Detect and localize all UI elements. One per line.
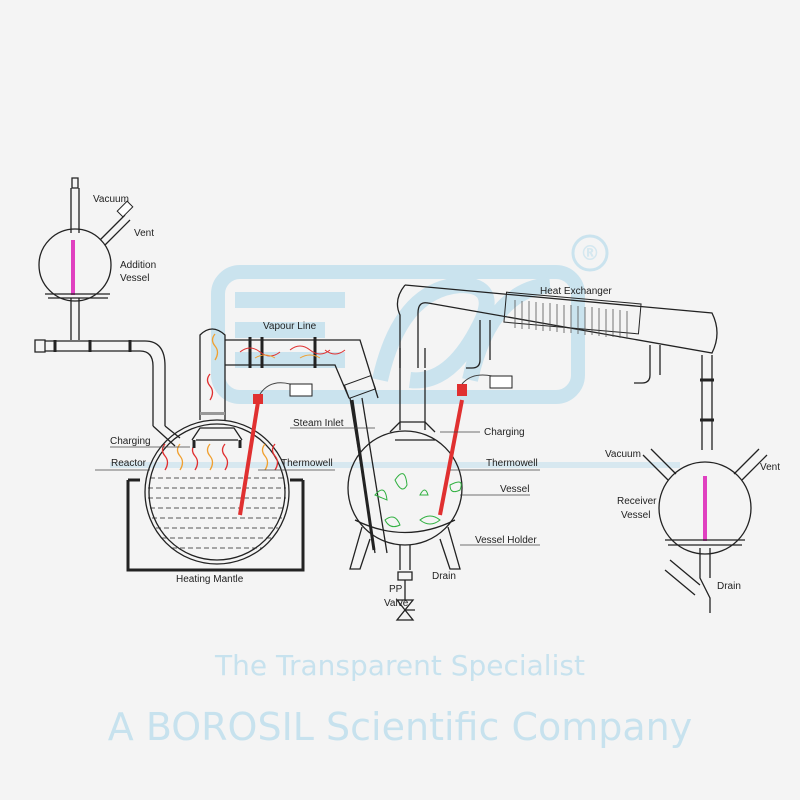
reactor-thermowell <box>238 382 313 516</box>
watermark-band <box>110 462 680 468</box>
label-addition-vessel-2: Vessel <box>120 273 149 284</box>
leader-lines <box>95 427 540 546</box>
temperature-meter <box>289 383 313 397</box>
registered-mark: ® <box>580 241 600 265</box>
addition-vessel <box>34 177 181 447</box>
vessel-meter <box>489 375 513 389</box>
heating-mantle <box>126 478 305 572</box>
label-vessel: Vessel <box>500 484 529 495</box>
label-steam-inlet: Steam Inlet <box>293 418 344 429</box>
label-vessel-thermowell: Thermowell <box>486 458 538 469</box>
label-reactor-thermowell: Thermowell <box>281 458 333 469</box>
label-receiver-vessel-2: Vessel <box>621 510 650 521</box>
label-vapour-line: Vapour Line <box>263 321 317 332</box>
label-vessel-holder: Vessel Holder <box>475 535 537 546</box>
label-pp-valve-2: Valve <box>384 598 409 609</box>
label-addition-vacuum: Vacuum <box>93 194 129 205</box>
watermark-logo: ® <box>211 234 609 404</box>
label-receiver-vacuum: Vacuum <box>605 449 641 460</box>
label-heating-mantle: Heating Mantle <box>176 574 244 585</box>
label-addition-vessel-1: Addition <box>120 260 156 271</box>
label-receiver-vent: Vent <box>760 462 780 473</box>
label-reactor-charging: Charging <box>110 436 151 447</box>
receiver-vessel <box>642 448 768 613</box>
label-vessel-charging: Charging <box>484 427 525 438</box>
watermark-company: A BOROSIL Scientific Company <box>108 705 692 749</box>
pp-valve <box>395 599 415 621</box>
vapour-line <box>225 337 388 554</box>
label-vessel-drain: Drain <box>432 571 456 582</box>
label-addition-vent: Vent <box>134 228 154 239</box>
vessel <box>347 348 513 621</box>
label-reactor: Reactor <box>111 458 147 469</box>
heat-exchanger <box>396 284 718 450</box>
label-receiver-drain: Drain <box>717 581 741 592</box>
reactor <box>126 328 305 572</box>
label-receiver-vessel-1: Receiver <box>617 496 657 507</box>
watermark-tagline: The Transparent Specialist <box>214 649 585 682</box>
label-pp-valve-1: PP <box>389 584 403 595</box>
label-heat-exchanger: Heat Exchanger <box>540 286 612 297</box>
